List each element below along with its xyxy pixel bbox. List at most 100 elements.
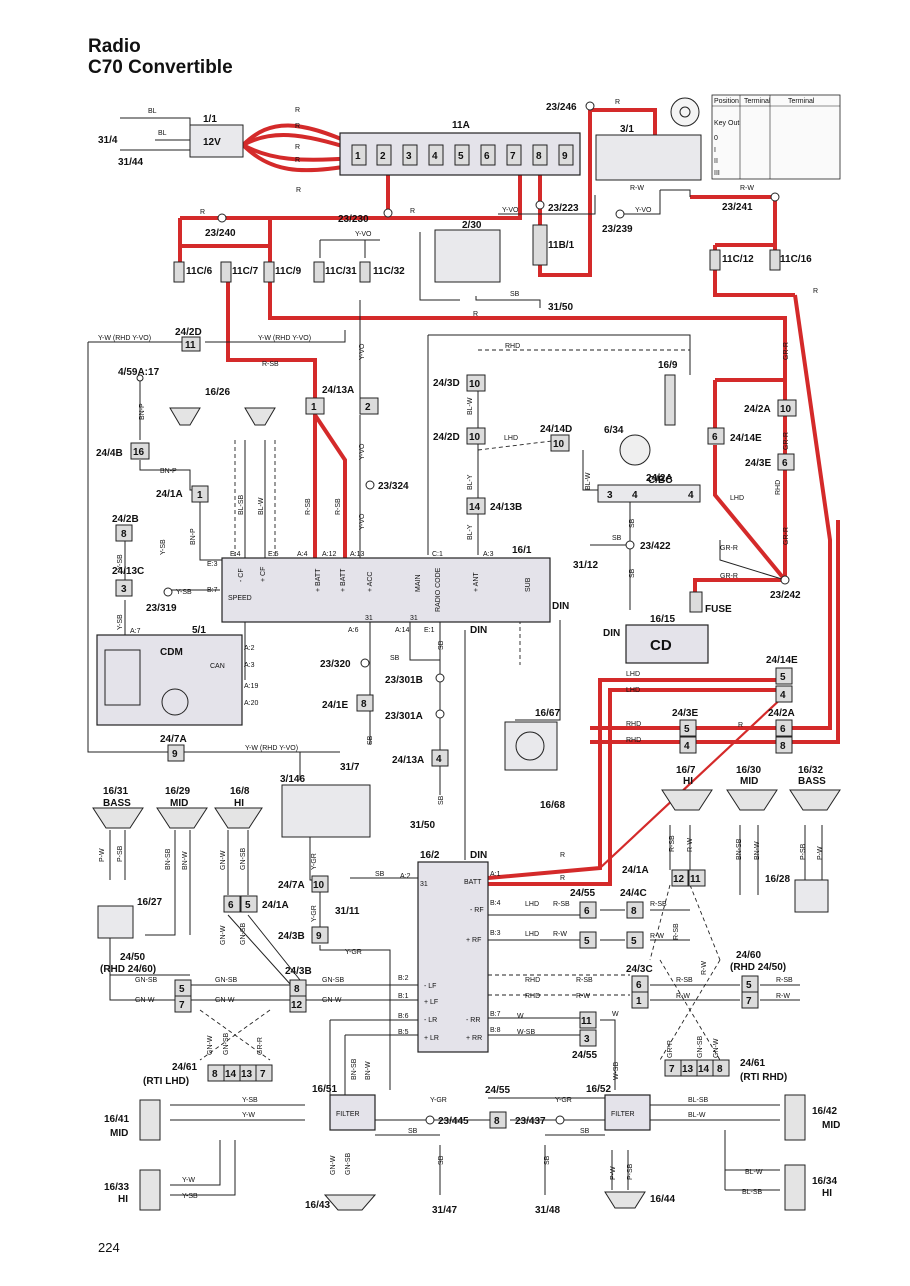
svg-text:SB: SB — [408, 1128, 418, 1135]
svg-text:A:1: A:1 — [490, 871, 501, 878]
svg-text:B:1: B:1 — [398, 993, 409, 1000]
svg-text:11C/32: 11C/32 — [373, 266, 405, 277]
svg-text:CDM: CDM — [160, 647, 183, 658]
svg-text:23/324: 23/324 — [378, 481, 409, 492]
svg-text:GR-R: GR-R — [783, 342, 790, 360]
svg-text:6: 6 — [636, 980, 642, 991]
svg-text:A:6: A:6 — [348, 627, 359, 634]
svg-text:P-W: P-W — [817, 846, 824, 860]
svg-text:SB: SB — [438, 1155, 445, 1165]
svg-text:P-SB: P-SB — [800, 843, 807, 860]
svg-text:16/43: 16/43 — [305, 1200, 330, 1211]
svg-text:R: R — [410, 208, 415, 215]
svg-text:R-W: R-W — [576, 993, 590, 1000]
svg-text:24/3B: 24/3B — [285, 966, 312, 977]
svg-text:E:5: E:5 — [268, 551, 279, 558]
svg-text:3/1: 3/1 — [620, 124, 634, 135]
svg-text:GN-W: GN-W — [207, 1035, 214, 1055]
svg-text:GN-W: GN-W — [322, 997, 342, 1004]
svg-text:FUSE: FUSE — [705, 604, 732, 615]
svg-text:B:6: B:6 — [398, 1013, 409, 1020]
svg-text:23/301A: 23/301A — [385, 711, 423, 722]
svg-text:SB: SB — [612, 535, 622, 542]
svg-text:SB: SB — [580, 1128, 590, 1135]
svg-text:1: 1 — [355, 151, 361, 162]
svg-text:BL: BL — [158, 130, 167, 137]
svg-text:1: 1 — [311, 402, 317, 413]
svg-text:16/15: 16/15 — [650, 614, 675, 625]
svg-text:16/29: 16/29 — [165, 786, 190, 797]
svg-text:Y-GR: Y-GR — [311, 905, 318, 922]
svg-text:E:1: E:1 — [424, 627, 435, 634]
svg-text:BN-P: BN-P — [190, 528, 197, 545]
svg-text:I: I — [714, 147, 716, 154]
svg-text:Y-VO: Y-VO — [502, 207, 519, 214]
svg-text:1: 1 — [197, 490, 203, 501]
svg-text:SB: SB — [510, 291, 520, 298]
svg-text:A:4: A:4 — [297, 551, 308, 558]
svg-text:5: 5 — [458, 151, 464, 162]
svg-text:+ RF: + RF — [466, 937, 481, 944]
svg-text:4: 4 — [780, 690, 786, 701]
svg-text:7: 7 — [510, 151, 516, 162]
svg-text:24/14E: 24/14E — [766, 655, 798, 666]
fuse-8: 8 — [532, 144, 548, 166]
svg-text:24/13C: 24/13C — [112, 566, 144, 577]
svg-text:GN-W: GN-W — [330, 1155, 337, 1175]
svg-text:Y-W (RHD Y-VO): Y-W (RHD Y-VO) — [98, 335, 151, 342]
svg-text:LHD: LHD — [730, 495, 744, 502]
title-line-2: C70 Convertible — [88, 57, 233, 78]
svg-text:B:4: B:4 — [490, 900, 501, 907]
svg-text:2: 2 — [365, 402, 371, 413]
svg-text:14: 14 — [469, 502, 481, 513]
svg-text:31/47: 31/47 — [432, 1205, 457, 1216]
svg-text:24/55: 24/55 — [485, 1085, 510, 1096]
svg-text:GN-SB: GN-SB — [240, 923, 247, 946]
svg-text:P-W: P-W — [99, 848, 106, 862]
svg-text:10: 10 — [553, 439, 565, 450]
svg-text:R: R — [738, 722, 743, 729]
svg-text:R-SB: R-SB — [335, 498, 342, 515]
svg-text:31: 31 — [365, 615, 373, 622]
signal-wires — [87, 117, 823, 1196]
svg-text:16/32: 16/32 — [798, 765, 823, 776]
svg-text:Y-W: Y-W — [242, 1112, 255, 1119]
svg-text:7: 7 — [179, 1000, 185, 1011]
svg-text:+ RR: + RR — [466, 1035, 482, 1042]
svg-text:3/146: 3/146 — [280, 774, 305, 785]
svg-text:GR-R: GR-R — [667, 1040, 674, 1058]
svg-text:BL-W: BL-W — [258, 497, 265, 515]
svg-text:R-SB: R-SB — [650, 901, 667, 908]
filters: 16/51 FILTER 16/52 FILTER — [312, 1084, 651, 1131]
svg-text:R-W: R-W — [701, 961, 708, 975]
svg-text:MAIN: MAIN — [415, 575, 422, 593]
svg-text:11C/31: 11C/31 — [325, 266, 357, 277]
svg-text:24/2D: 24/2D — [433, 432, 460, 443]
svg-text:SUB: SUB — [525, 577, 532, 592]
svg-text:23/246: 23/246 — [546, 102, 577, 113]
svg-text:R-W: R-W — [650, 933, 664, 940]
svg-text:A:13: A:13 — [350, 551, 365, 558]
svg-text:8: 8 — [294, 984, 300, 995]
svg-text:B:2: B:2 — [398, 975, 409, 982]
svg-text:Terminal: Terminal — [788, 98, 815, 105]
svg-text:+ LF: + LF — [424, 999, 438, 1006]
svg-text:23/239: 23/239 — [602, 224, 633, 235]
svg-text:3: 3 — [607, 490, 613, 501]
svg-text:A:20: A:20 — [244, 700, 259, 707]
svg-text:24/3E: 24/3E — [672, 708, 698, 719]
svg-text:23/422: 23/422 — [640, 541, 671, 552]
svg-text:(RHD 24/60): (RHD 24/60) — [100, 964, 156, 975]
svg-text:BN-SB: BN-SB — [351, 1058, 358, 1080]
svg-text:23/319: 23/319 — [146, 603, 177, 614]
svg-text:LHD: LHD — [626, 687, 640, 694]
svg-text:BN-P: BN-P — [139, 403, 146, 420]
svg-text:GR-R: GR-R — [720, 573, 738, 580]
svg-text:13: 13 — [241, 1069, 253, 1080]
svg-text:24/2B: 24/2B — [112, 514, 139, 525]
svg-text:4: 4 — [436, 754, 442, 765]
svg-text:GN-W: GN-W — [713, 1038, 720, 1058]
svg-text:24/55: 24/55 — [572, 1050, 597, 1061]
fuse-3: 3 — [402, 144, 418, 166]
svg-text:24/1E: 24/1E — [322, 700, 348, 711]
